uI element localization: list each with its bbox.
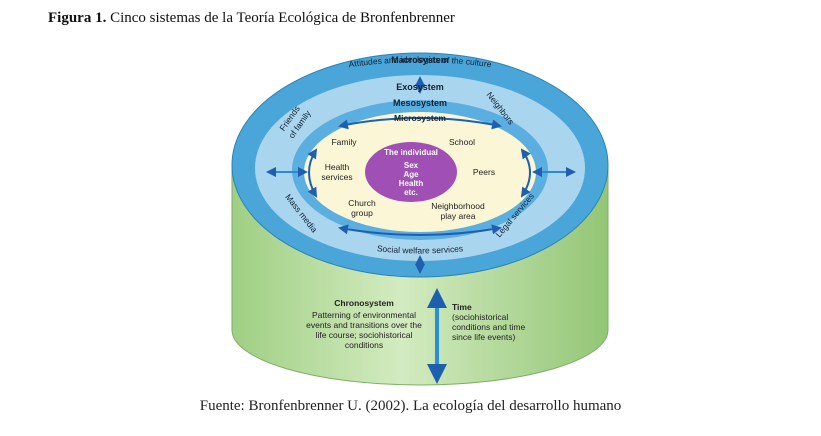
center-health: Health [399,179,424,188]
social-welfare-label: Social welfare services [376,243,463,255]
chronosystem-line-3: life course; sociohistorical [316,330,413,340]
neighborhood-label-1: Neighborhood [431,201,485,211]
meso-arrow-left [307,148,318,198]
time-line-3: since life events) [452,332,515,342]
health-services-label-1: Health [325,162,350,172]
time-line-1: (sociohistorical [452,312,508,322]
macrosystem-label: Macrosystem [391,55,449,65]
chronosystem-line-1: Patterning of environmental [312,310,416,320]
church-group-label-1: Church [348,198,376,208]
exosystem-label: Exosystem [396,82,444,92]
center-etc: etc. [404,188,418,197]
chronosystem-line-2: events and transitions over the [306,320,422,330]
health-services-label-2: services [321,172,352,182]
church-group-label-2: group [351,208,373,218]
center-sex: Sex [404,161,419,170]
center-age: Age [403,170,419,179]
figure-source: Fuente: Bronfenbrenner U. (2002). La eco… [199,398,622,414]
chronosystem-line-4: conditions [345,340,383,350]
peers-label: Peers [473,167,495,177]
mesosystem-label: Mesosystem [393,98,447,108]
individual-center [365,142,457,202]
caption-label: Figura 1. [48,10,107,26]
school-label: School [449,137,475,147]
meso-arrow-top [338,117,502,130]
time-line-2: conditions and time [452,322,526,332]
figure-caption: Figura 1. Cinco sistemas de la Teoría Ec… [48,10,455,27]
family-label: Family [331,137,357,147]
meso-arrow-bottom [338,224,502,236]
neighborhood-label-2: play area [441,211,476,221]
center-title: The individual [384,148,438,157]
caption-text: Cinco sistemas de la Teoría Ecológica de… [110,10,455,26]
chronosystem-title: Chronosystem [334,298,394,308]
time-title: Time [452,302,472,312]
microsystem-label: Microsystem [394,113,446,123]
meso-arrow-right [520,148,531,198]
